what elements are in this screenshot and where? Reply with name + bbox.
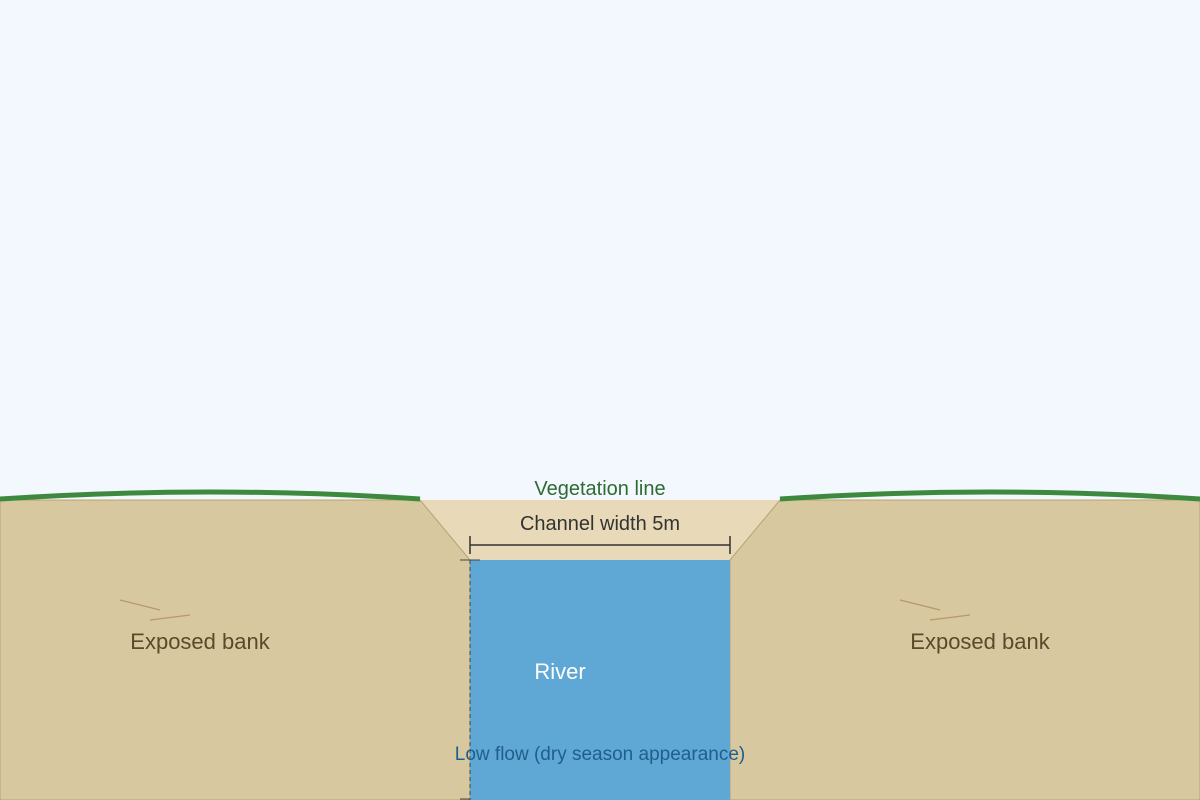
bank-texture-right [899, 599, 971, 621]
channel-slope-area [420, 500, 780, 560]
vegetation-line-right [779, 489, 1200, 502]
exposed-bank-label-left: Exposed bank [130, 629, 270, 654]
vegetation-line-left [0, 489, 421, 502]
river-water [470, 560, 730, 800]
river-label: River [534, 659, 585, 684]
vegetation-line-label: Vegetation line [534, 478, 665, 500]
right-bank [729, 499, 1200, 800]
low-flow-note: Low flow (dry season appearance) [455, 744, 745, 765]
channel-width-dimension [469, 536, 731, 554]
channel-width-label: Channel width 5m [520, 513, 680, 535]
exposed-bank-label-right: Exposed bank [910, 629, 1050, 654]
bank-texture-left [119, 599, 191, 621]
